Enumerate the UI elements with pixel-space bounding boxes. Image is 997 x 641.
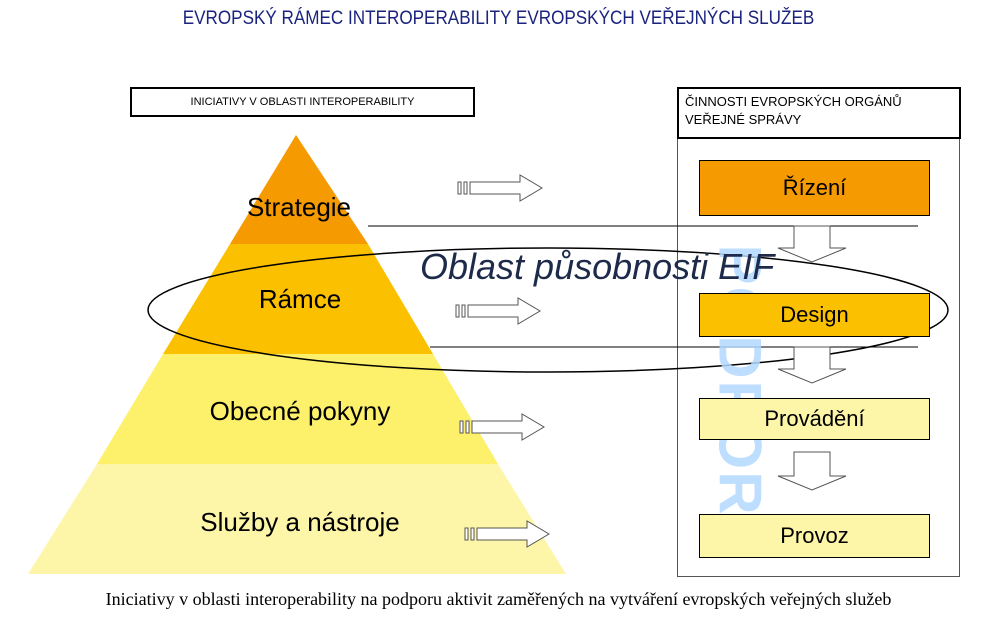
- pyramid-tier-strategie: [230, 135, 368, 244]
- arrow-strategie: [457, 174, 543, 202]
- scope-ellipse: [147, 247, 949, 373]
- page-title: EVROPSKÝ RÁMEC INTEROPERABILITY EVROPSKÝ…: [182, 8, 815, 29]
- arrow-pokyny: [459, 413, 545, 441]
- arrow-sluzby: [464, 520, 550, 548]
- pyramid-tier-sluzby: [28, 464, 566, 574]
- activity-design: Design: [699, 293, 930, 337]
- initiatives-header: INICIATIVY V OBLASTI INTEROPERABILITY: [130, 87, 475, 117]
- pyramid-tier-ramce: [163, 244, 433, 354]
- activities-header: ČINNOSTI EVROPSKÝCH ORGÁNŮ VEŘEJNÉ SPRÁV…: [677, 87, 961, 139]
- tier-label-strategie: Strategie: [246, 192, 352, 222]
- tier-label-pokyny: Obecné pokyny: [209, 396, 391, 426]
- scope-label: Oblast působnosti EIF: [420, 246, 775, 287]
- down-arrow-3: [777, 451, 847, 491]
- activities-frame: [677, 139, 960, 577]
- activity-rizeni: Řízení: [699, 160, 930, 216]
- down-arrow-2: [777, 346, 847, 384]
- activity-provadeni: Provádění: [699, 398, 930, 440]
- figure-caption: Iniciativy v oblasti interoperability na…: [105, 589, 892, 609]
- down-arrow-1: [777, 225, 847, 263]
- tier-label-ramce: Rámce: [258, 284, 342, 314]
- pyramid-tier-pokyny: [97, 354, 498, 464]
- tier-label-sluzby: Služby a nástroje: [200, 507, 400, 537]
- activity-provoz: Provoz: [699, 514, 930, 558]
- arrow-ramce: [455, 297, 541, 325]
